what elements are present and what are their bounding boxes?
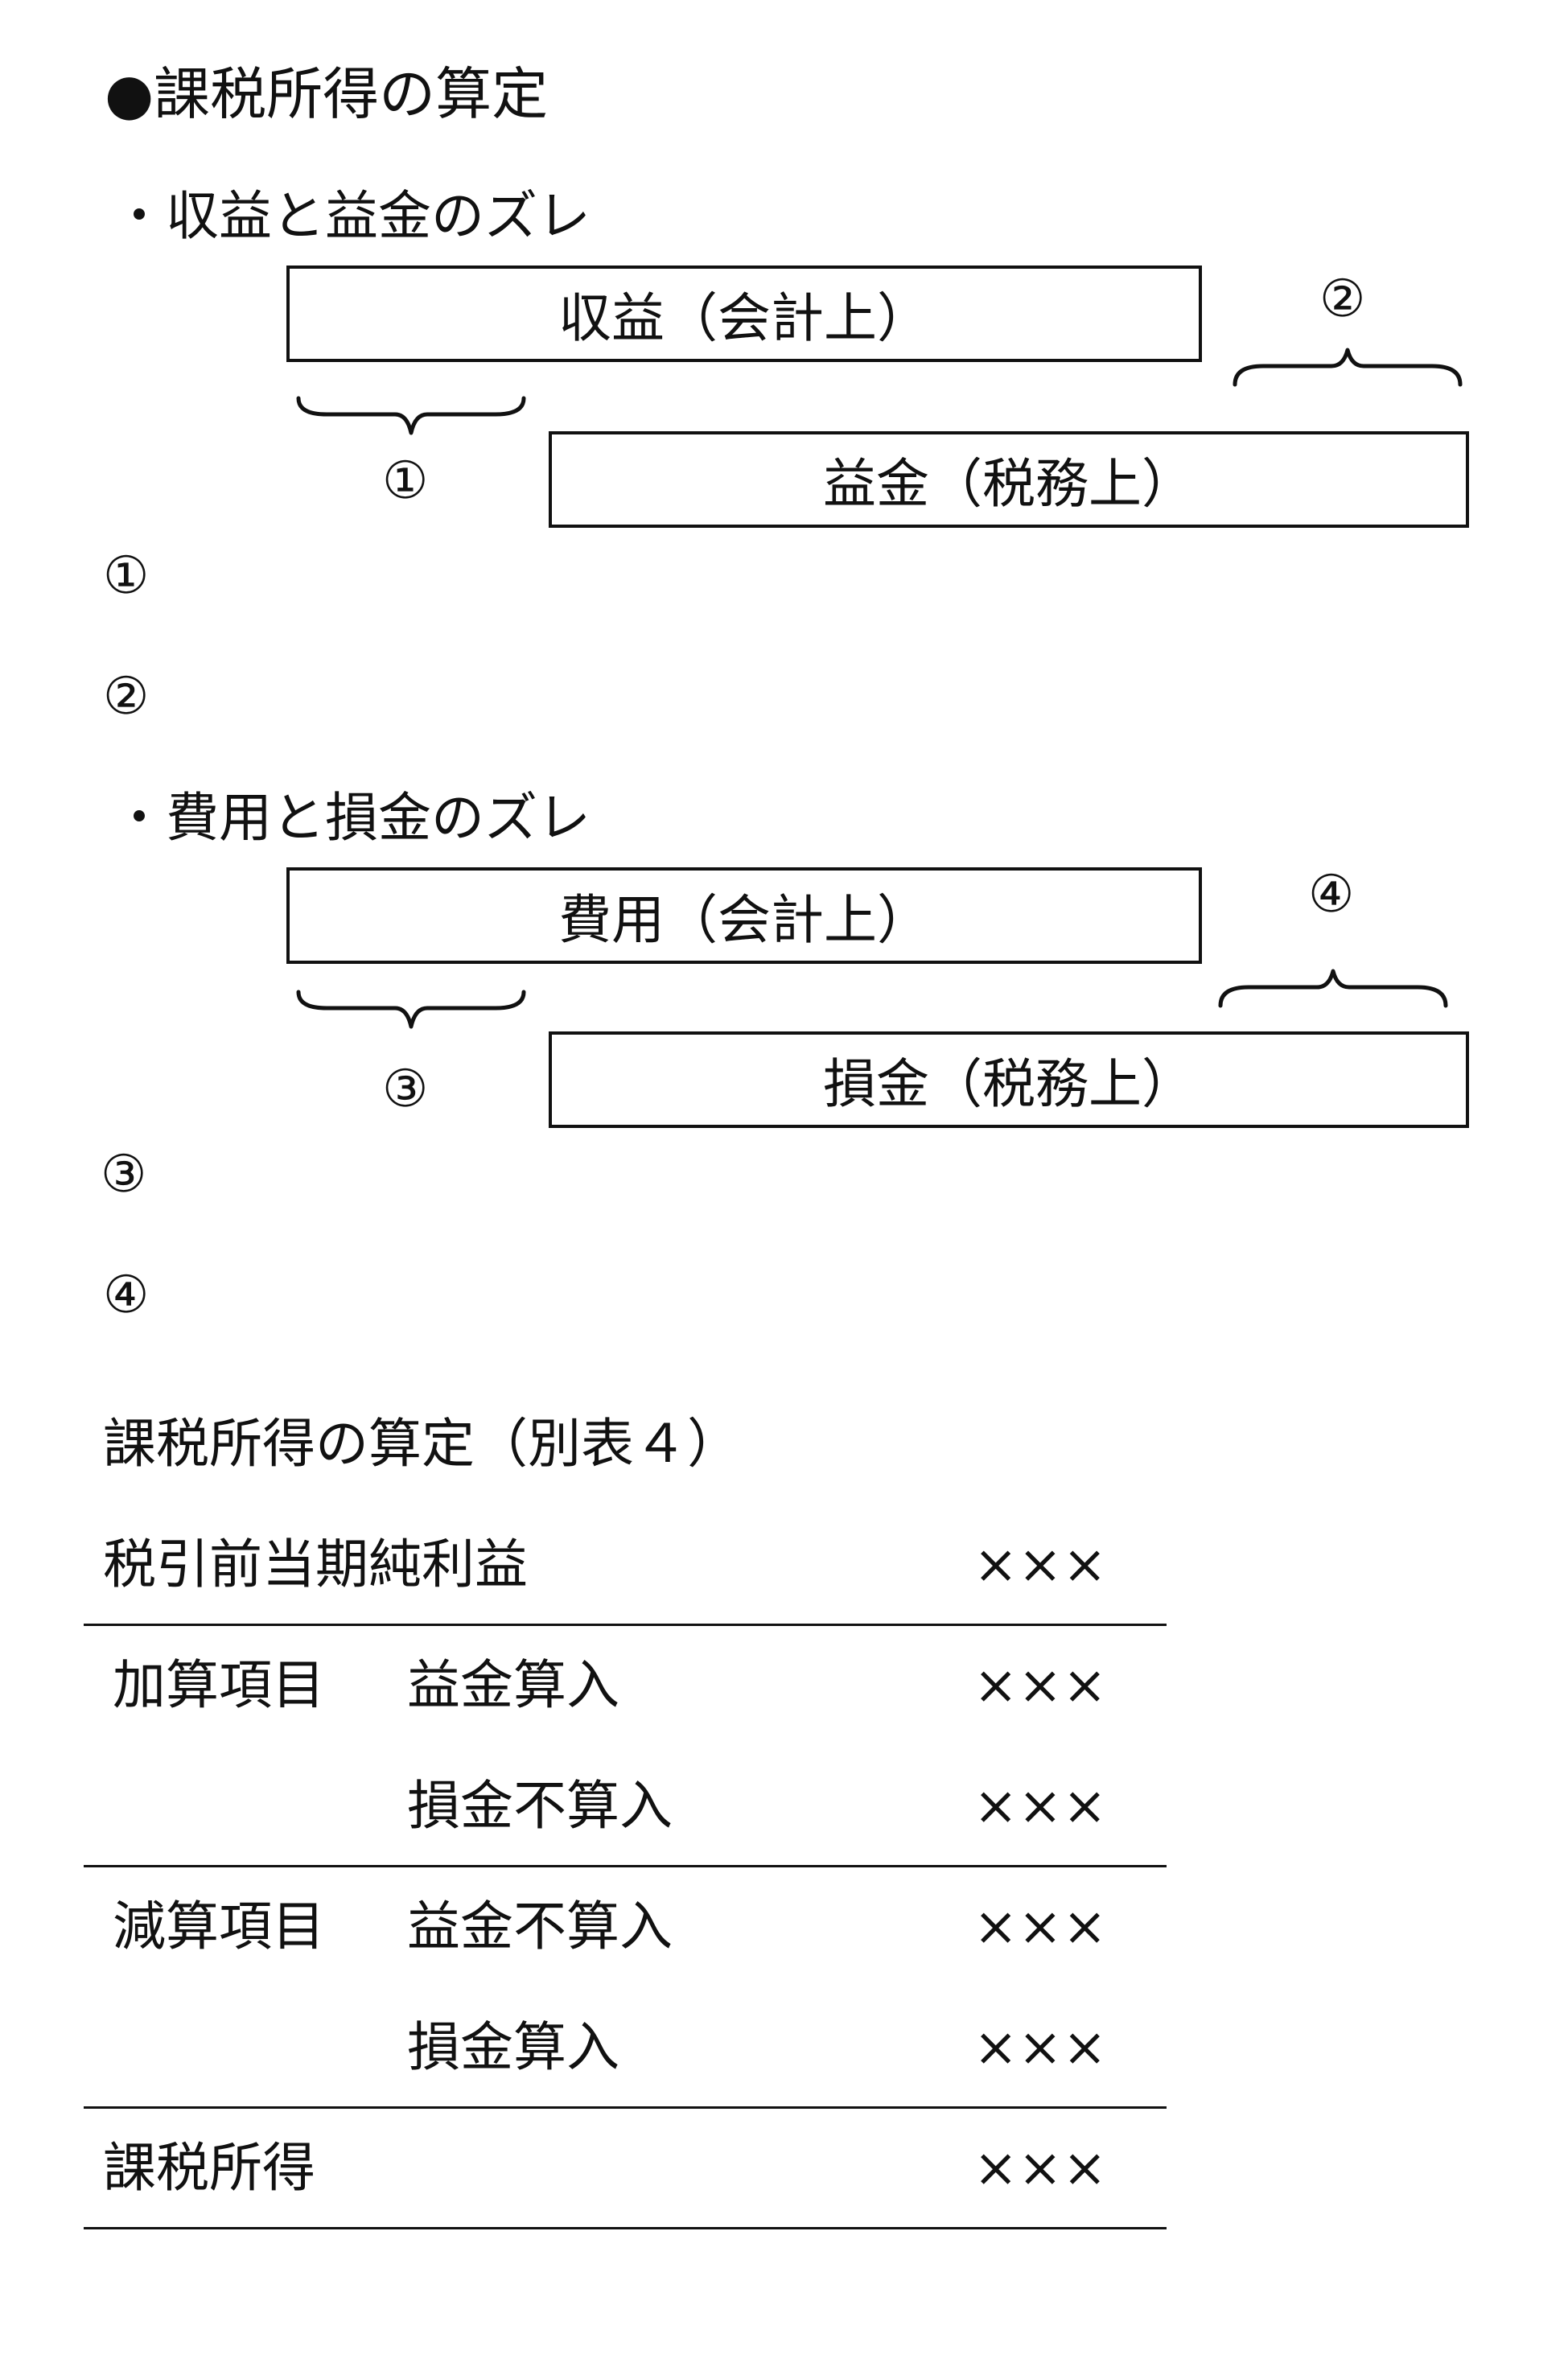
brace-label-1: ① [382,451,429,511]
box-expense-accounting-label: 費用（会計上） [558,889,930,951]
brace-left-2 [296,990,526,1029]
row-sub-label: 益金算入 [407,1654,619,1716]
table-title: 課税所得の算定（別表４） [103,1413,740,1475]
brace-right-1 [1233,348,1463,387]
item-2: ② [103,667,150,727]
row-sub-label: 損金算入 [407,2016,619,2078]
brace-label-2: ② [1319,270,1366,329]
box-gain-tax: 益金（税務上） [549,431,1469,528]
box-loss-tax: 損金（税務上） [549,1031,1469,1128]
table-divider [84,1865,1167,1867]
row-value: ××× [973,1533,1107,1595]
row-value: ××× [973,1654,1107,1716]
brace-label-3: ③ [382,1060,429,1119]
row-value: ××× [973,1896,1107,1957]
table-divider [84,2106,1167,2109]
row-label: 課税所得 [103,2137,315,2199]
item-1: ① [103,546,150,606]
row-sub-label: 益金不算入 [407,1896,673,1957]
section-heading-revenue: ・収益と益金のズレ [113,185,591,247]
row-value: ××× [973,1775,1107,1837]
row-value: ××× [973,2137,1107,2199]
brace-label-4: ④ [1308,865,1355,924]
section-heading-expense: ・費用と損金のズレ [113,787,591,849]
row-label: 減算項目 [113,1896,325,1957]
row-label: 税引前当期純利益 [103,1533,528,1595]
row-value: ××× [973,2016,1107,2078]
item-3: ③ [101,1145,147,1204]
item-4: ④ [103,1266,150,1325]
box-revenue-accounting: 収益（会計上） [286,266,1202,362]
table-divider [84,1624,1167,1626]
table-divider [84,2227,1167,2229]
brace-left-1 [296,396,526,435]
brace-right-2 [1218,969,1448,1008]
box-gain-tax-label: 益金（税務上） [823,453,1195,515]
row-sub-label: 損金不算入 [407,1775,673,1837]
box-loss-tax-label: 損金（税務上） [823,1053,1195,1115]
page-title: ●課税所得の算定 [105,61,549,127]
row-label: 加算項目 [113,1654,325,1716]
box-revenue-accounting-label: 収益（会計上） [558,287,930,349]
box-expense-accounting: 費用（会計上） [286,867,1202,964]
